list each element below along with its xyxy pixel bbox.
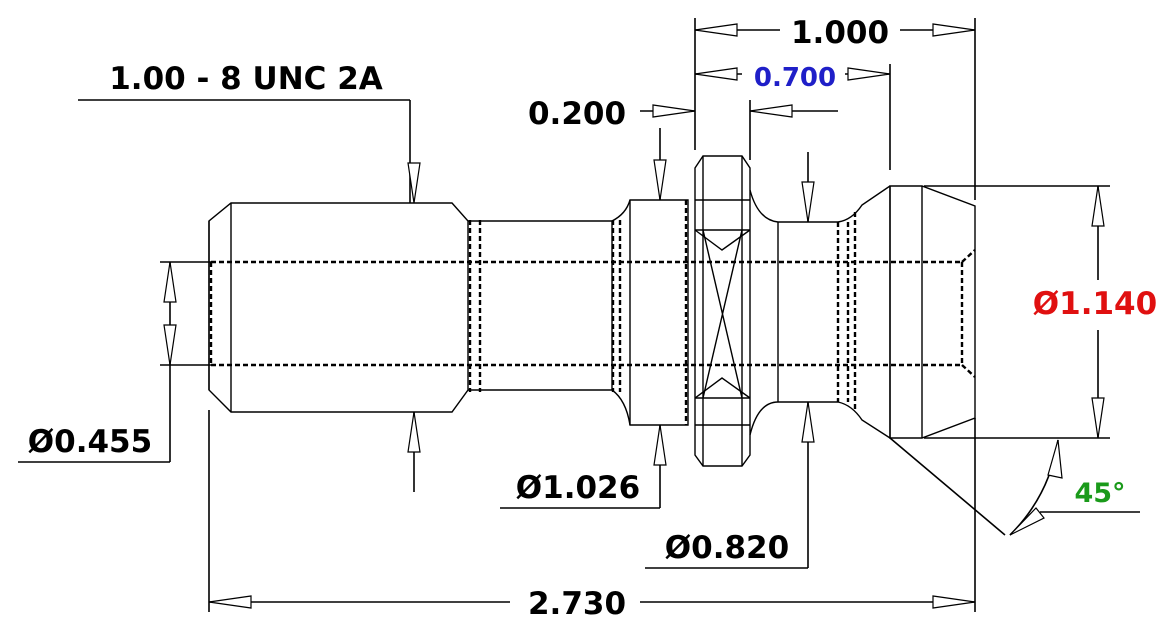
- collar: [611, 199, 689, 426]
- dim-0-200: 0.200: [528, 96, 838, 160]
- dim-0-700: 0.700: [694, 63, 891, 170]
- bore-chamfer-bottom: [961, 364, 976, 378]
- flange-hex-cross: [702, 229, 743, 399]
- dim-45-deg-label: 45°: [1074, 478, 1125, 509]
- part-outline: [208, 155, 976, 467]
- dim-1-000: 1.000: [694, 15, 976, 200]
- dim-0-820-label: Ø0.820: [665, 530, 789, 566]
- dim-thread: 1.00 - 8 UNC 2A: [78, 61, 421, 492]
- dim-0-455: Ø0.455: [18, 261, 211, 463]
- dim-1-026-label: Ø1.026: [516, 470, 640, 506]
- flange-hex-chevrons: [694, 229, 751, 399]
- dim-1-000-label: 1.000: [791, 15, 889, 51]
- dim-0-700-label: 0.700: [754, 63, 836, 93]
- dimensions: 1.000 0.700 0.200 1.00 - 8 UN: [18, 15, 1157, 622]
- dim-1-140-label: Ø1.140: [1033, 286, 1157, 322]
- dim-1-140: Ø1.140: [924, 185, 1157, 439]
- dim-0-200-label: 0.200: [528, 96, 626, 132]
- dim-2-730: 2.730: [208, 410, 976, 622]
- neck: [749, 185, 891, 439]
- dim-0-820: Ø0.820: [645, 152, 815, 569]
- dim-thread-label: 1.00 - 8 UNC 2A: [109, 61, 383, 97]
- flange: [694, 155, 751, 467]
- relief-shank: [468, 220, 613, 391]
- threaded-shank: [208, 202, 469, 413]
- bore-chamfer-top: [961, 249, 976, 263]
- dim-0-455-label: Ø0.455: [28, 424, 152, 460]
- dim-45-deg: 45°: [889, 418, 1140, 536]
- dim-2-730-label: 2.730: [528, 586, 626, 622]
- dim-1-026: Ø1.026: [500, 128, 667, 509]
